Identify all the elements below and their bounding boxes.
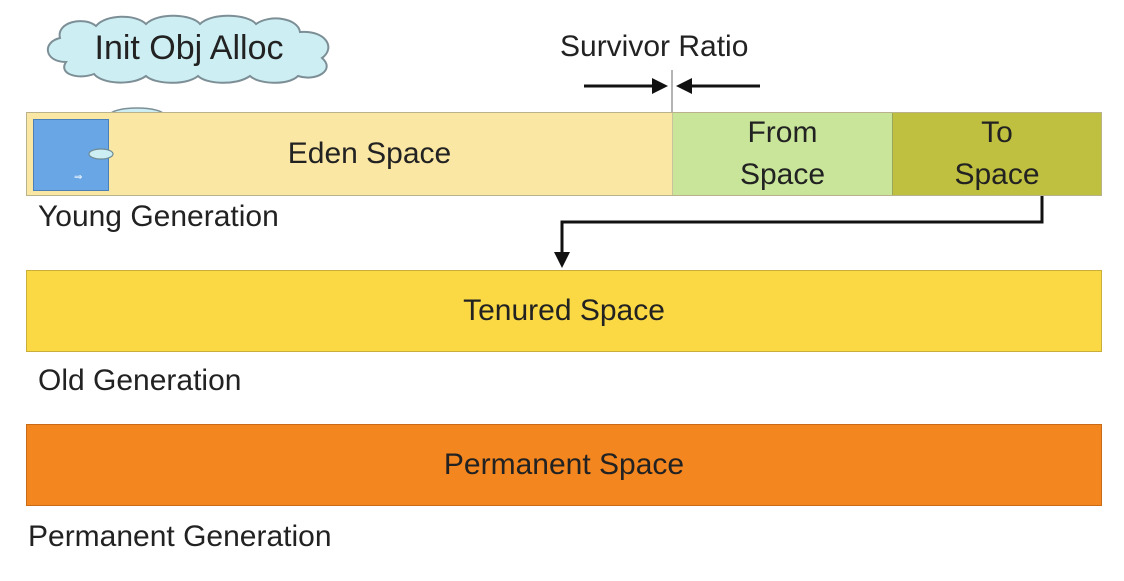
from-space-label-line2: Space bbox=[739, 158, 826, 191]
cloud-label: Init Obj Alloc bbox=[94, 28, 284, 67]
cloud-shape bbox=[47, 14, 330, 84]
young-generation-label: Young Generation bbox=[38, 200, 279, 233]
eden-space: ⇒ Eden Space bbox=[27, 113, 673, 195]
tenured-space-label: Tenured Space bbox=[463, 294, 665, 327]
survivor-ratio-label: Survivor Ratio bbox=[560, 30, 749, 63]
survivor-ratio-arrows bbox=[580, 70, 770, 195]
from-space: From Space bbox=[673, 113, 893, 195]
tenured-space: Tenured Space bbox=[26, 270, 1102, 352]
to-space: To Space bbox=[893, 113, 1101, 195]
to-space-label-line1: To bbox=[981, 116, 1013, 149]
permanent-space-label: Permanent Space bbox=[443, 448, 685, 481]
old-generation-label: Old Generation bbox=[38, 364, 242, 397]
young-generation-bar: ⇒ Eden Space From Space To Space bbox=[26, 112, 1102, 196]
init-obj-alloc-cloud: Init Obj Alloc bbox=[36, 12, 342, 84]
to-space-label-line2: Space bbox=[954, 158, 1040, 191]
new-object-icon: ⇒ bbox=[33, 119, 114, 191]
permanent-generation-label: Permanent Generation bbox=[28, 520, 332, 553]
from-space-label-line1: From bbox=[747, 116, 818, 149]
permanent-space: Permanent Space bbox=[26, 424, 1102, 506]
eden-space-label: Eden Space bbox=[287, 137, 452, 170]
